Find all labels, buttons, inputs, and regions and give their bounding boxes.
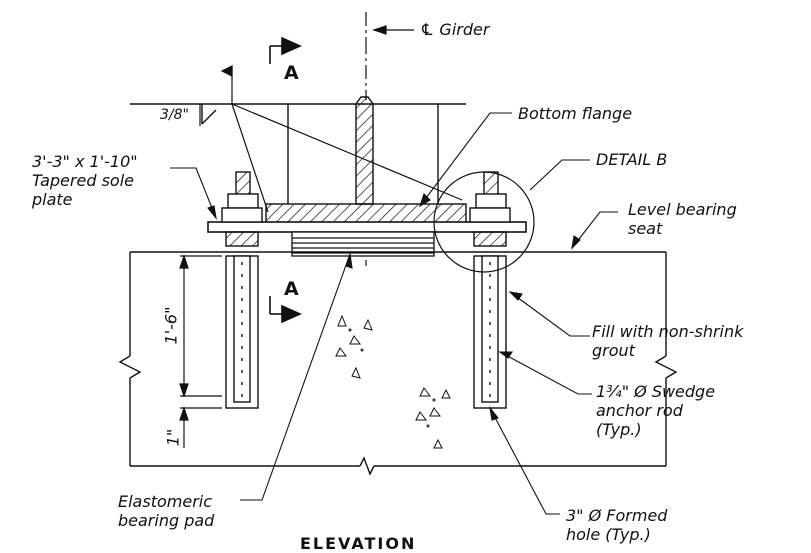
bearing-pad-label-2: bearing pad (118, 511, 215, 530)
fill-grout-label-2: grout (592, 341, 635, 360)
anchor-rod-label-2: anchor rod (596, 401, 683, 420)
dimension-lines (179, 254, 222, 448)
sole-plate (207, 221, 527, 233)
sole-plate-label-3: plate (32, 190, 73, 209)
fill-grout-label-1: Fill with non-shrink (592, 322, 744, 341)
bearing-seat-concrete (118, 251, 678, 476)
anchor-rod-label-1: 1¾" Ø Swedge (596, 382, 716, 401)
detail-b-label: DETAIL B (596, 150, 668, 169)
girder-outline (130, 103, 466, 204)
detail-b-circle (433, 171, 535, 273)
concrete-aggregate (335, 314, 451, 449)
level-seat-label-2: seat (628, 219, 663, 238)
right-anchor-assembly (469, 171, 511, 409)
leader-lines (170, 112, 618, 515)
dim-bottom-label: 1" (163, 428, 183, 447)
left-anchor-assembly (221, 171, 263, 409)
web-stiffener (355, 96, 374, 205)
section-mark-bottom: A (284, 278, 299, 300)
section-cut-bottom (269, 296, 302, 324)
sole-plate-label-2: Tapered sole (32, 171, 134, 190)
sole-plate-label-1: 3'-3" x 1'-10" (32, 152, 138, 171)
bearing-pad-label-1: Elastomeric (118, 492, 213, 511)
cl-girder-leader (372, 25, 414, 35)
formed-hole-label-2: hole (Typ.) (566, 525, 651, 544)
thickness-label: 3/8" (160, 107, 189, 123)
level-seat-label-1: Level bearing (628, 200, 737, 219)
cl-girder-label: ℄ Girder (420, 20, 490, 39)
thickness-callout (199, 65, 463, 213)
bottom-flange-label: Bottom flange (518, 104, 633, 123)
view-title: ELEVATION (300, 534, 417, 553)
dim-embed-label: 1'-6" (161, 306, 181, 345)
anchor-rod-label-3: (Typ.) (596, 420, 642, 439)
section-cut-top (269, 36, 302, 64)
section-mark-top: A (284, 62, 299, 84)
formed-hole-label-1: 3" Ø Formed (566, 506, 668, 525)
